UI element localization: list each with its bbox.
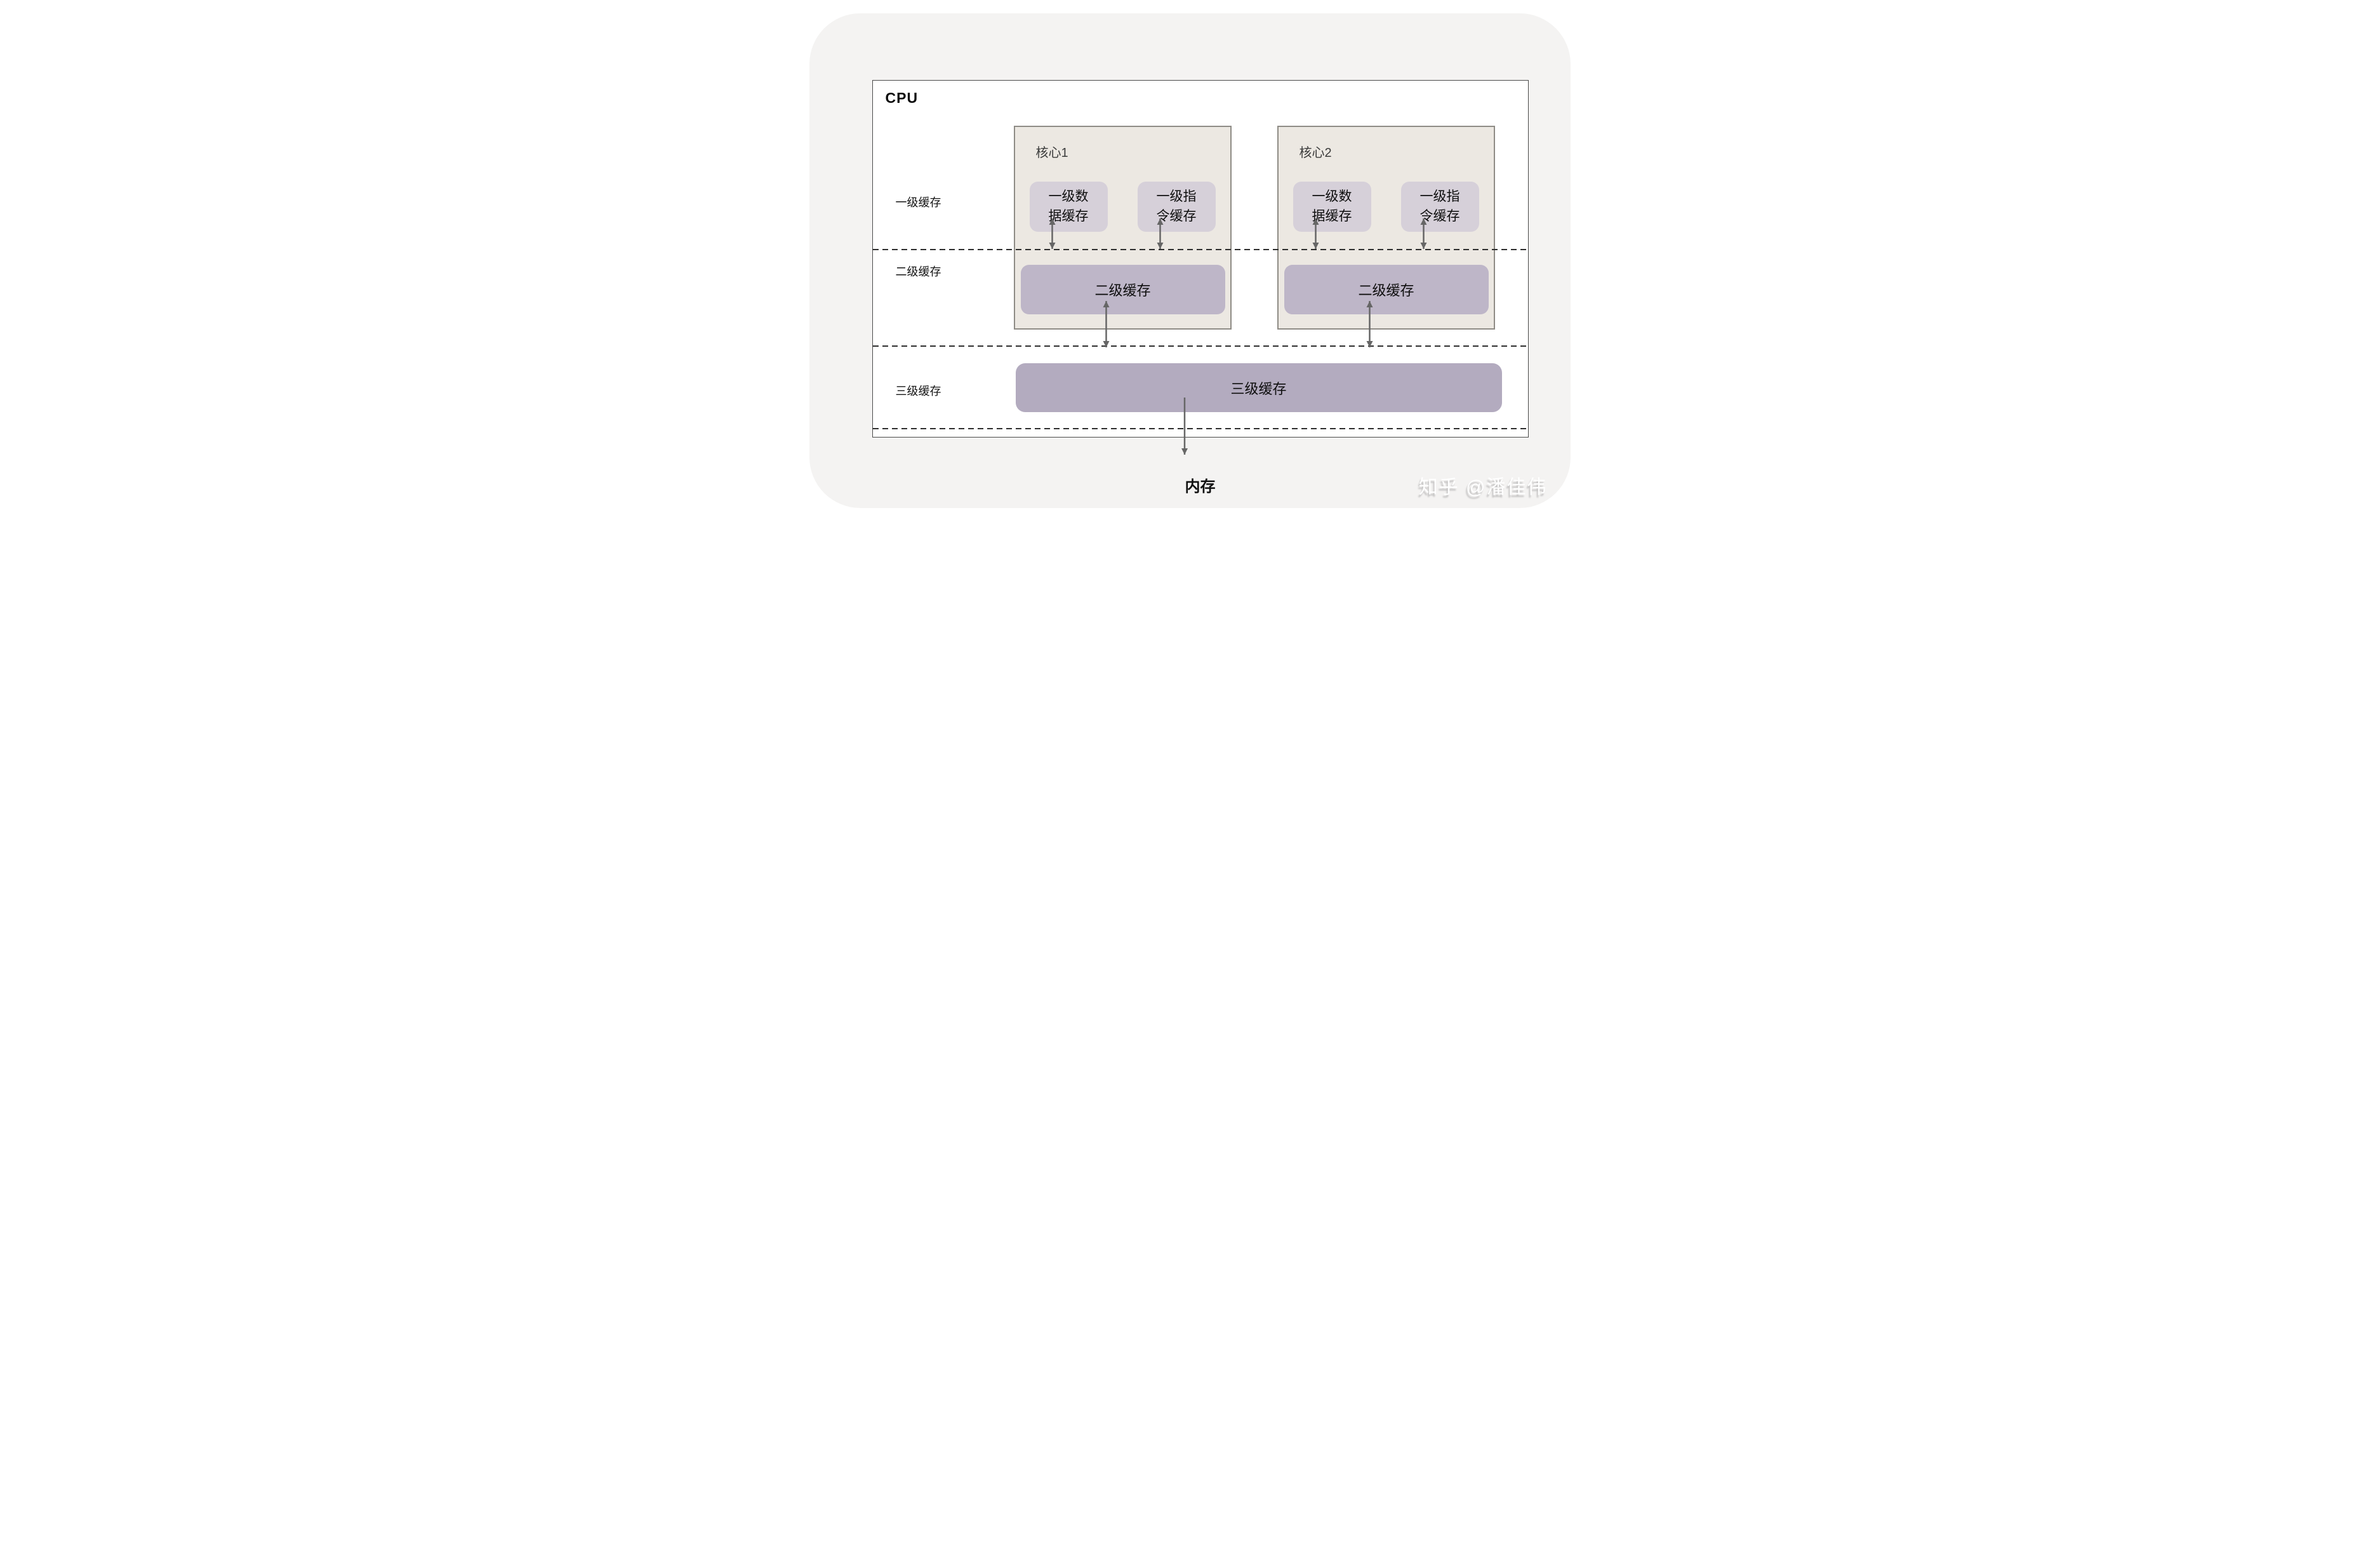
core-1-title: 核心1 (1035, 146, 1068, 160)
core-1-l1-instruction-cache: 一级指 令缓存 (1137, 182, 1216, 232)
cpu-box: CPU 一级缓存 二级缓存 三级缓存 核心1 一级数 据缓存 一级指 令缓存 二… (872, 80, 1529, 438)
dashed-separator-l1-l2 (872, 249, 1528, 250)
dashed-separator-l3-bottom (872, 428, 1528, 429)
core-2-l1-instruction-cache: 一级指 令缓存 (1400, 182, 1479, 232)
diagram-canvas: CPU 一级缓存 二级缓存 三级缓存 核心1 一级数 据缓存 一级指 令缓存 二… (793, 0, 1587, 515)
row-label-l3-cache: 三级缓存 (895, 385, 941, 398)
core-2-title: 核心2 (1299, 146, 1332, 160)
watermark-text: 知乎 @潘佳伟 (1418, 477, 1548, 498)
cpu-title: CPU (885, 90, 919, 106)
core-2-l2-cache: 二级缓存 (1284, 265, 1489, 314)
memory-label: 内存 (1185, 478, 1216, 495)
rounded-background-card: CPU 一级缓存 二级缓存 三级缓存 核心1 一级数 据缓存 一级指 令缓存 二… (809, 13, 1571, 508)
row-label-l1-cache: 一级缓存 (895, 196, 941, 209)
core-1-l2-cache: 二级缓存 (1020, 265, 1225, 314)
core-2-box: 核心2 一级数 据缓存 一级指 令缓存 二级缓存 (1277, 126, 1495, 330)
core-1-l1-data-cache: 一级数 据缓存 (1029, 182, 1108, 232)
core-1-box: 核心1 一级数 据缓存 一级指 令缓存 二级缓存 (1013, 126, 1232, 330)
dashed-separator-l2-l3 (872, 345, 1528, 347)
row-label-l2-cache: 二级缓存 (895, 265, 941, 278)
core-2-l1-data-cache: 一级数 据缓存 (1293, 182, 1371, 232)
l3-shared-cache-bar: 三级缓存 (1015, 363, 1502, 412)
